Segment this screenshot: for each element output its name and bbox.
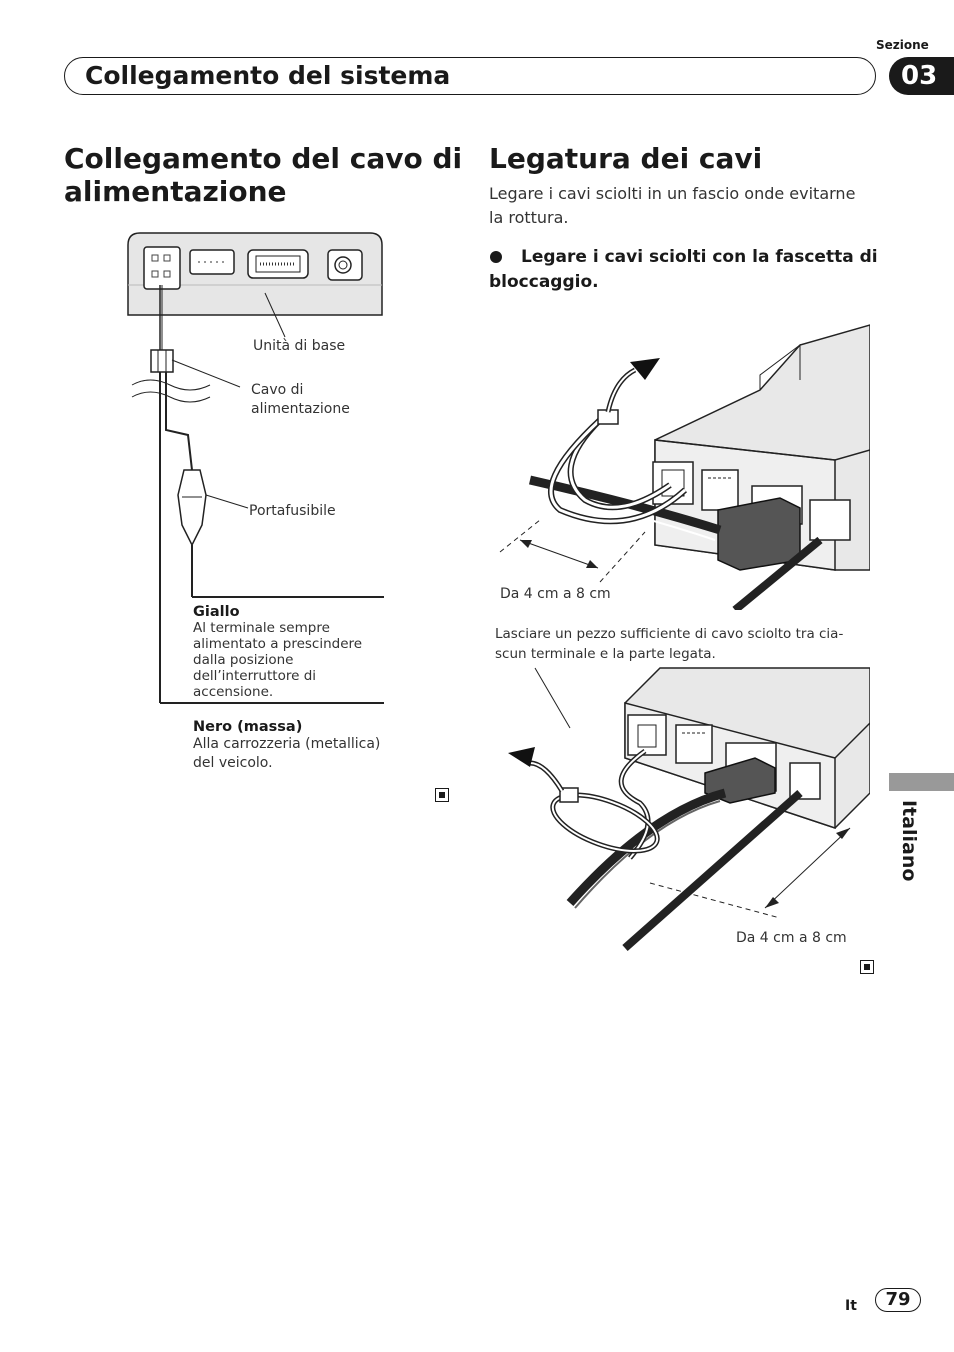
end-mark-icon [435, 788, 449, 802]
bullet-line2: bloccaggio. [489, 272, 599, 292]
footer-language-code: It [845, 1298, 857, 1314]
yellow-line: alimentato a prescindere [193, 636, 363, 652]
right-section-title: Legatura dei cavi [489, 142, 763, 175]
section-label: Sezione [876, 38, 929, 52]
yellow-line: Al terminale sempre [193, 620, 330, 636]
language-tab-label: Italiano [898, 800, 920, 882]
yellow-wire-note: Giallo Al terminale sempre alimentato a … [193, 604, 362, 700]
yellow-line: accensione. [193, 684, 274, 700]
label-power-cable-line1: Cavo di [251, 382, 304, 398]
section-number-badge: 03 [889, 57, 954, 95]
left-section-title: Collegamento del cavo di alimentazione [64, 142, 463, 208]
yellow-title: Giallo [193, 604, 240, 620]
power-cable-diagram [127, 232, 384, 704]
page-number: 79 [875, 1288, 921, 1312]
bullet-dot-icon [490, 251, 502, 263]
black-line: del veicolo. [193, 755, 273, 771]
end-mark-icon [860, 960, 874, 974]
distance-label-2: Da 4 cm a 8 cm [736, 930, 847, 946]
intro-line2: la rottura. [489, 208, 569, 227]
black-title: Nero (massa) [193, 719, 303, 735]
note-line1: Lasciare un pezzo sufficiente di cavo sc… [495, 626, 844, 642]
chapter-title: Collegamento del sistema [64, 57, 876, 95]
note-line2: scun terminale e la parte legata. [495, 646, 716, 662]
yellow-line: dell’interruttore di [193, 668, 317, 684]
cable-tie-illustration-2 [508, 667, 870, 951]
black-wire-note: Nero (massa) Alla carrozzeria (metallica… [193, 719, 380, 773]
language-tab-marker [889, 773, 954, 791]
intro-line1: Legare i cavi sciolti in un fascio onde … [489, 184, 856, 203]
bullet-line1: Legare i cavi sciolti con la fascetta di [521, 247, 878, 267]
black-line: Alla carrozzeria (metallica) [193, 736, 381, 752]
cable-tie-illustration-1 [499, 324, 870, 610]
label-fuse-holder: Portafusibile [249, 503, 336, 519]
label-power-cable-line2: alimentazione [251, 401, 350, 417]
distance-label-1: Da 4 cm a 8 cm [500, 586, 611, 602]
label-base-unit: Unità di base [253, 338, 346, 354]
yellow-line: dalla posizione [193, 652, 294, 668]
